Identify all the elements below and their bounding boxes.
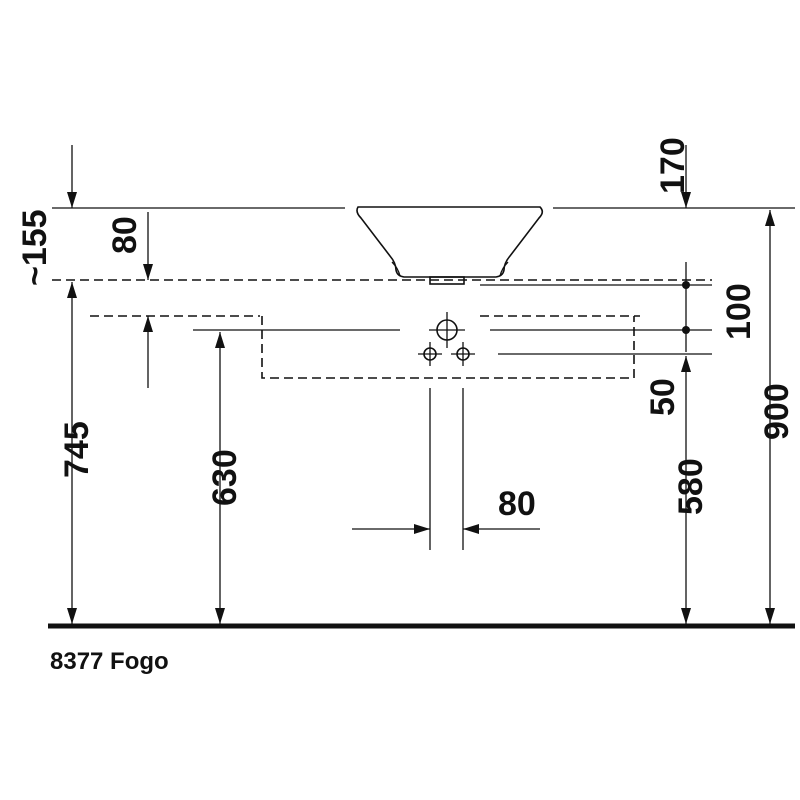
dim-745-arrow-bottom	[67, 608, 77, 624]
dim-label-630: 630	[206, 449, 244, 506]
dim-80-basin-arrow	[143, 264, 153, 280]
dim-900-arrow-bottom	[765, 608, 775, 624]
dim-label-80-pipes: 80	[498, 485, 536, 523]
dim-label-100: 100	[720, 283, 758, 340]
dim-left-top-arrow	[67, 192, 77, 208]
dim-label-900: 900	[758, 383, 796, 440]
pipe-spacing-arrow-left	[414, 524, 430, 534]
dim-label-745: 745	[58, 421, 96, 478]
pipe-spacing-arrow-right	[463, 524, 479, 534]
dim-100-dot-bottom	[682, 326, 690, 334]
basin-inner-line-right	[499, 261, 509, 277]
dim-745-arrow-top	[67, 282, 77, 298]
dim-label-580: 580	[672, 458, 710, 515]
model-caption: 8377 Fogo	[50, 648, 169, 675]
dim-label-50: 50	[644, 378, 682, 416]
dim-580-arrow-bottom	[681, 608, 691, 624]
dim-lower-up-arrow	[143, 316, 153, 332]
cabinet-recess-outline	[261, 316, 635, 379]
dim-label-155: ~155	[16, 209, 54, 286]
dim-label-170: 170	[654, 137, 692, 194]
dim-580-arrow-top	[681, 356, 691, 372]
dim-100-dot-top	[682, 281, 690, 289]
basin-outline	[356, 206, 544, 278]
dim-630-arrow-bottom	[215, 608, 225, 624]
basin-inner-line	[391, 261, 401, 277]
dim-900-arrow-top	[765, 210, 775, 226]
dim-630-arrow-top	[215, 332, 225, 348]
dim-170-arrow	[681, 192, 691, 208]
dim-label-80-basin: 80	[106, 216, 144, 254]
